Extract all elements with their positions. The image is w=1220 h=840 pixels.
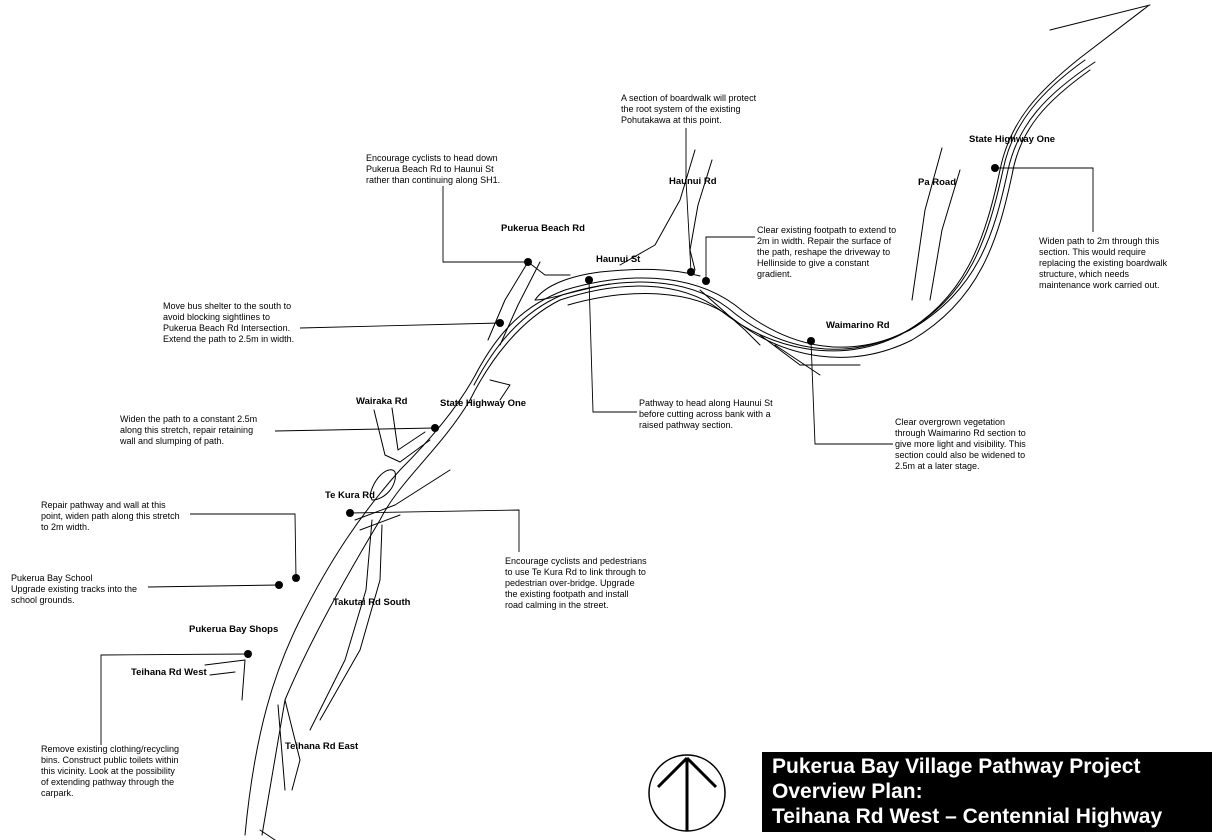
leader-waimarino-vegetation [810, 340, 893, 445]
leader-widen-25 [274, 427, 436, 432]
teihana-rd-west [204, 659, 246, 701]
label-wairaka-rd: Wairaka Rd [356, 396, 408, 407]
note-shops: Remove existing clothing/recycling bins.… [41, 744, 180, 798]
te-kura-rd [354, 469, 451, 531]
note-te-kura: Encourage cyclists and pedestrians to us… [505, 556, 647, 610]
pa-road [911, 147, 961, 301]
marker-school [275, 581, 283, 589]
marker-te-kura [346, 509, 354, 517]
note-school: Pukerua Bay School Upgrade existing trac… [11, 573, 138, 605]
marker-clear-footpath [702, 277, 710, 285]
leader-te-kura [349, 509, 520, 552]
leader-clear-footpath [705, 236, 755, 281]
north-arrow-icon [648, 754, 726, 832]
label-state-highway-one-south: State Highway One [440, 398, 527, 409]
pukerua-beach-rd [487, 261, 571, 346]
highway-edge-west [244, 61, 1096, 836]
marker-boardwalk [687, 268, 695, 276]
note-haunui-pathway: Pathway to head along Haunui St before c… [639, 398, 773, 430]
teihana-rd-east [277, 699, 301, 791]
marker-widen-sh1 [991, 164, 999, 172]
marker-cyclists-beach-rd [524, 258, 532, 266]
leader-school [147, 584, 280, 588]
haunui-st-loop [534, 268, 701, 301]
te-kura-loop [369, 469, 396, 501]
label-state-highway-one-north: State Highway One [969, 134, 1056, 145]
marker-bus-shelter [496, 319, 504, 327]
title-line-1: Pukerua Bay Village Pathway Project [772, 755, 1141, 778]
leader-repair-wall [190, 513, 297, 579]
leader-widen-sh1 [995, 167, 1094, 232]
property-outline-north [699, 4, 1151, 346]
leader-bus-shelter [299, 322, 501, 329]
note-widen-25: Widen the path to a constant 2.5m along … [120, 414, 258, 446]
marker-waimarino-vegetation [807, 337, 815, 345]
label-pa-road: Pa Road [918, 177, 957, 188]
note-repair-wall: Repair pathway and wall at this point, w… [41, 500, 180, 532]
haunui-rd [619, 149, 713, 271]
label-pukerua-bay-shops: Pukerua Bay Shops [189, 624, 279, 635]
label-haunui-rd: Haunui Rd [669, 176, 717, 187]
marker-repair-wall [292, 574, 300, 582]
title-line-3: Teihana Rd West – Centennial Highway [772, 805, 1163, 828]
label-pukerua-beach-rd: Pukerua Beach Rd [501, 223, 585, 234]
label-waimarino-rd: Waimarino Rd [826, 320, 890, 331]
leader-haunui-pathway [588, 279, 637, 413]
property-outline-south [259, 379, 511, 840]
wairaka-rd [373, 407, 431, 463]
label-takutai-rd-south: Takutai Rd South [333, 597, 411, 608]
marker-shops [244, 650, 252, 658]
note-bus-shelter: Move bus shelter to the south to avoid b… [163, 301, 295, 344]
title-line-2: Overview Plan: [772, 780, 923, 803]
highway-edge-east [261, 5, 1149, 836]
leader-cyclists-beach-rd [442, 186, 528, 263]
leader-shops [100, 653, 249, 745]
note-waimarino-vegetation: Clear overgrown vegetation through Waima… [895, 417, 1026, 471]
pathway-line-b [567, 69, 1091, 358]
leader-boardwalk [685, 128, 692, 273]
note-clear-footpath: Clear existing footpath to extend to 2m … [757, 225, 897, 279]
label-te-kura-rd: Te Kura Rd [325, 490, 375, 501]
note-cyclists-beach-rd: Encourage cyclists to head down Pukerua … [366, 153, 501, 185]
marker-widen-25 [431, 424, 439, 432]
label-teihana-rd-east: Teihana Rd East [285, 741, 359, 752]
label-teihana-rd-west: Teihana Rd West [131, 667, 207, 678]
title-block: Pukerua Bay Village Pathway Project Over… [762, 752, 1212, 832]
label-haunui-st: Haunui St [596, 254, 641, 265]
note-boardwalk: A section of boardwalk will protect the … [621, 93, 757, 125]
marker-haunui-pathway [585, 276, 593, 284]
takutai-rd-south [309, 519, 383, 731]
note-widen-sh1: Widen path to 2m through this section. T… [1039, 236, 1168, 290]
